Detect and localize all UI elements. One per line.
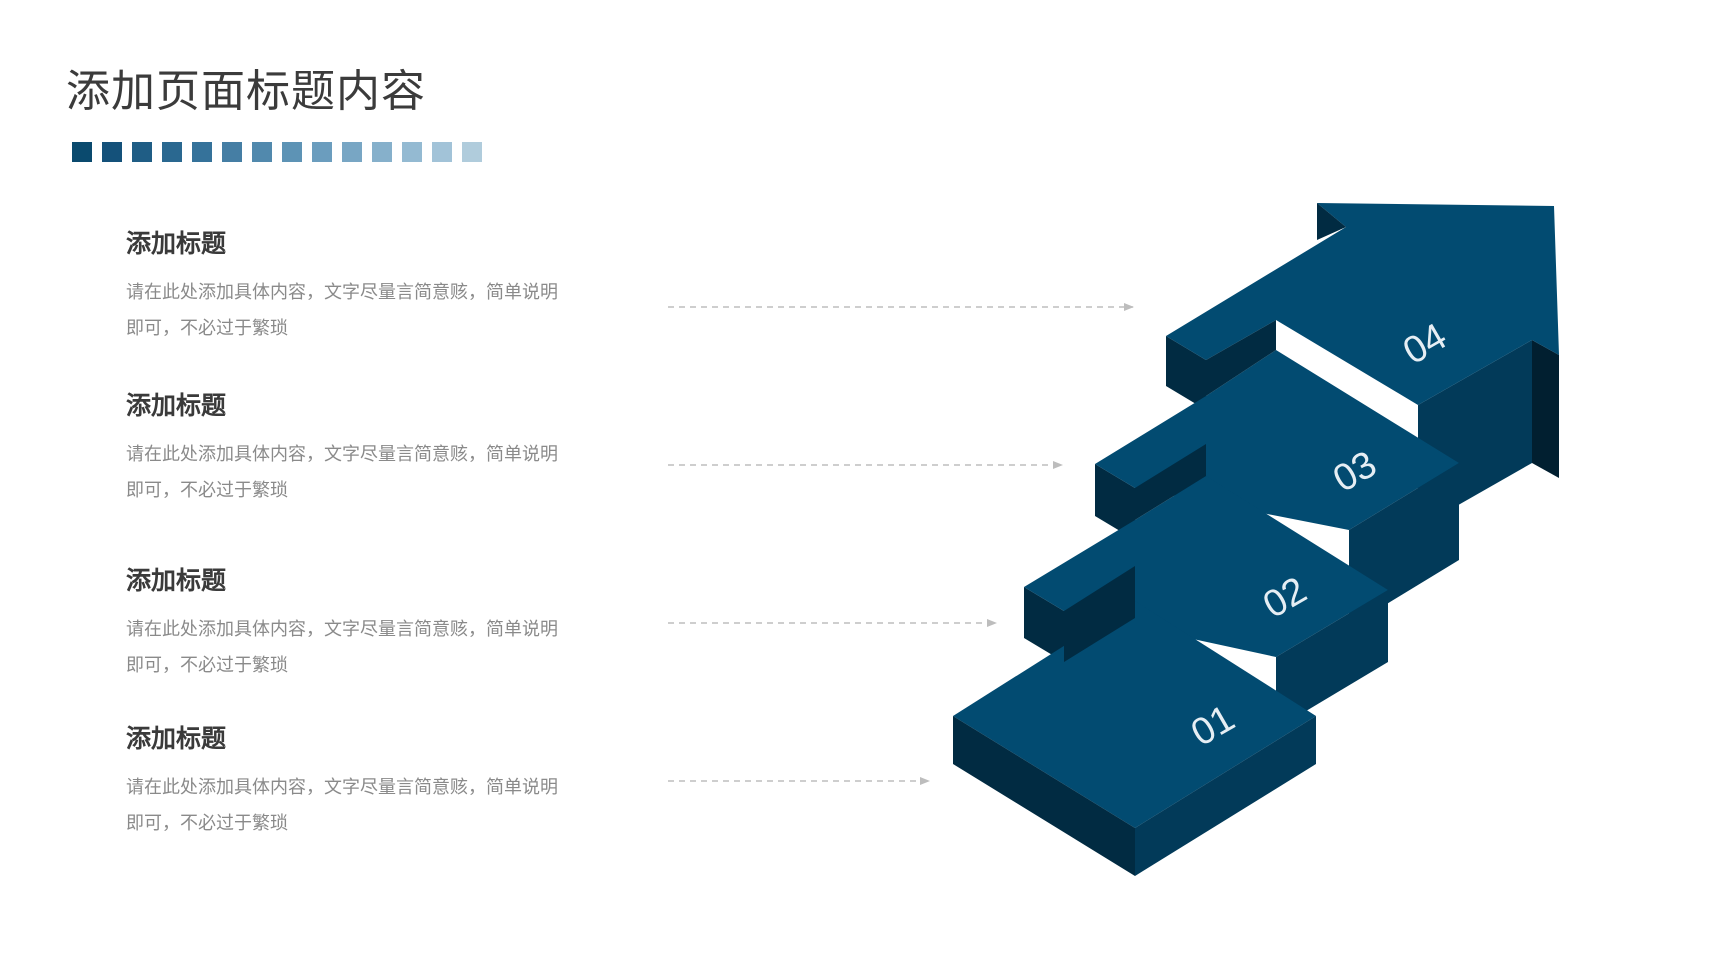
item-title: 添加标题 xyxy=(126,566,227,595)
arrow-head-notch xyxy=(1317,203,1346,240)
step-03-back-ridge xyxy=(1206,320,1276,396)
title-square xyxy=(312,142,332,162)
step-04-left-face xyxy=(1166,336,1206,410)
item-title: 添加标题 xyxy=(126,229,227,258)
item-description: 请在此处添加具体内容，文字尽量言简意赅，简单说明即可，不必过于繁琐 xyxy=(126,282,558,339)
title-square xyxy=(342,142,362,162)
title-decoration-squares xyxy=(72,142,482,162)
item-description: 请在此处添加具体内容，文字尽量言简意赅，简单说明即可，不必过于繁琐 xyxy=(126,444,558,501)
step-01-left-face xyxy=(953,716,1135,876)
text-item-3: 添加标题 请在此处添加具体内容，文字尽量言简意赅，简单说明即可，不必过于繁琐 xyxy=(126,566,566,684)
step-02-left-face xyxy=(1024,587,1064,662)
title-square xyxy=(192,142,212,162)
step-02-front-face xyxy=(1276,590,1388,729)
step-02-back-ridge xyxy=(1135,444,1206,520)
title-square xyxy=(282,142,302,162)
item-title: 添加标题 xyxy=(126,724,227,753)
title-square xyxy=(72,142,92,162)
step-01-block xyxy=(953,566,1316,876)
step-01-back-ridge xyxy=(1064,566,1135,662)
text-item-4: 添加标题 请在此处添加具体内容，文字尽量言简意赅，简单说明即可，不必过于繁琐 xyxy=(126,724,566,842)
text-item-1: 添加标题 请在此处添加具体内容，文字尽量言简意赅，简单说明即可，不必过于繁琐 xyxy=(126,229,566,347)
title-square xyxy=(162,142,182,162)
title-square xyxy=(222,142,242,162)
item-description: 请在此处添加具体内容，文字尽量言简意赅，简单说明即可，不必过于繁琐 xyxy=(126,777,558,834)
title-square xyxy=(372,142,392,162)
title-square xyxy=(402,142,422,162)
title-square xyxy=(432,142,452,162)
title-square xyxy=(132,142,152,162)
title-square xyxy=(252,142,272,162)
step-01-top-face xyxy=(953,601,1316,828)
text-item-2: 添加标题 请在此处添加具体内容，文字尽量言简意赅，简单说明即可，不必过于繁琐 xyxy=(126,391,566,509)
item-description: 请在此处添加具体内容，文字尽量言简意赅，简单说明即可，不必过于繁琐 xyxy=(126,619,558,676)
title-square xyxy=(102,142,122,162)
title-square xyxy=(462,142,482,162)
arrow-head-top-face xyxy=(1166,203,1559,405)
step-01-front-face xyxy=(1135,716,1316,876)
item-title: 添加标题 xyxy=(126,391,227,420)
page-title: 添加页面标题内容 xyxy=(66,66,426,117)
step-03-left-face xyxy=(1095,464,1135,540)
arrow-head-right-face xyxy=(1532,340,1559,478)
